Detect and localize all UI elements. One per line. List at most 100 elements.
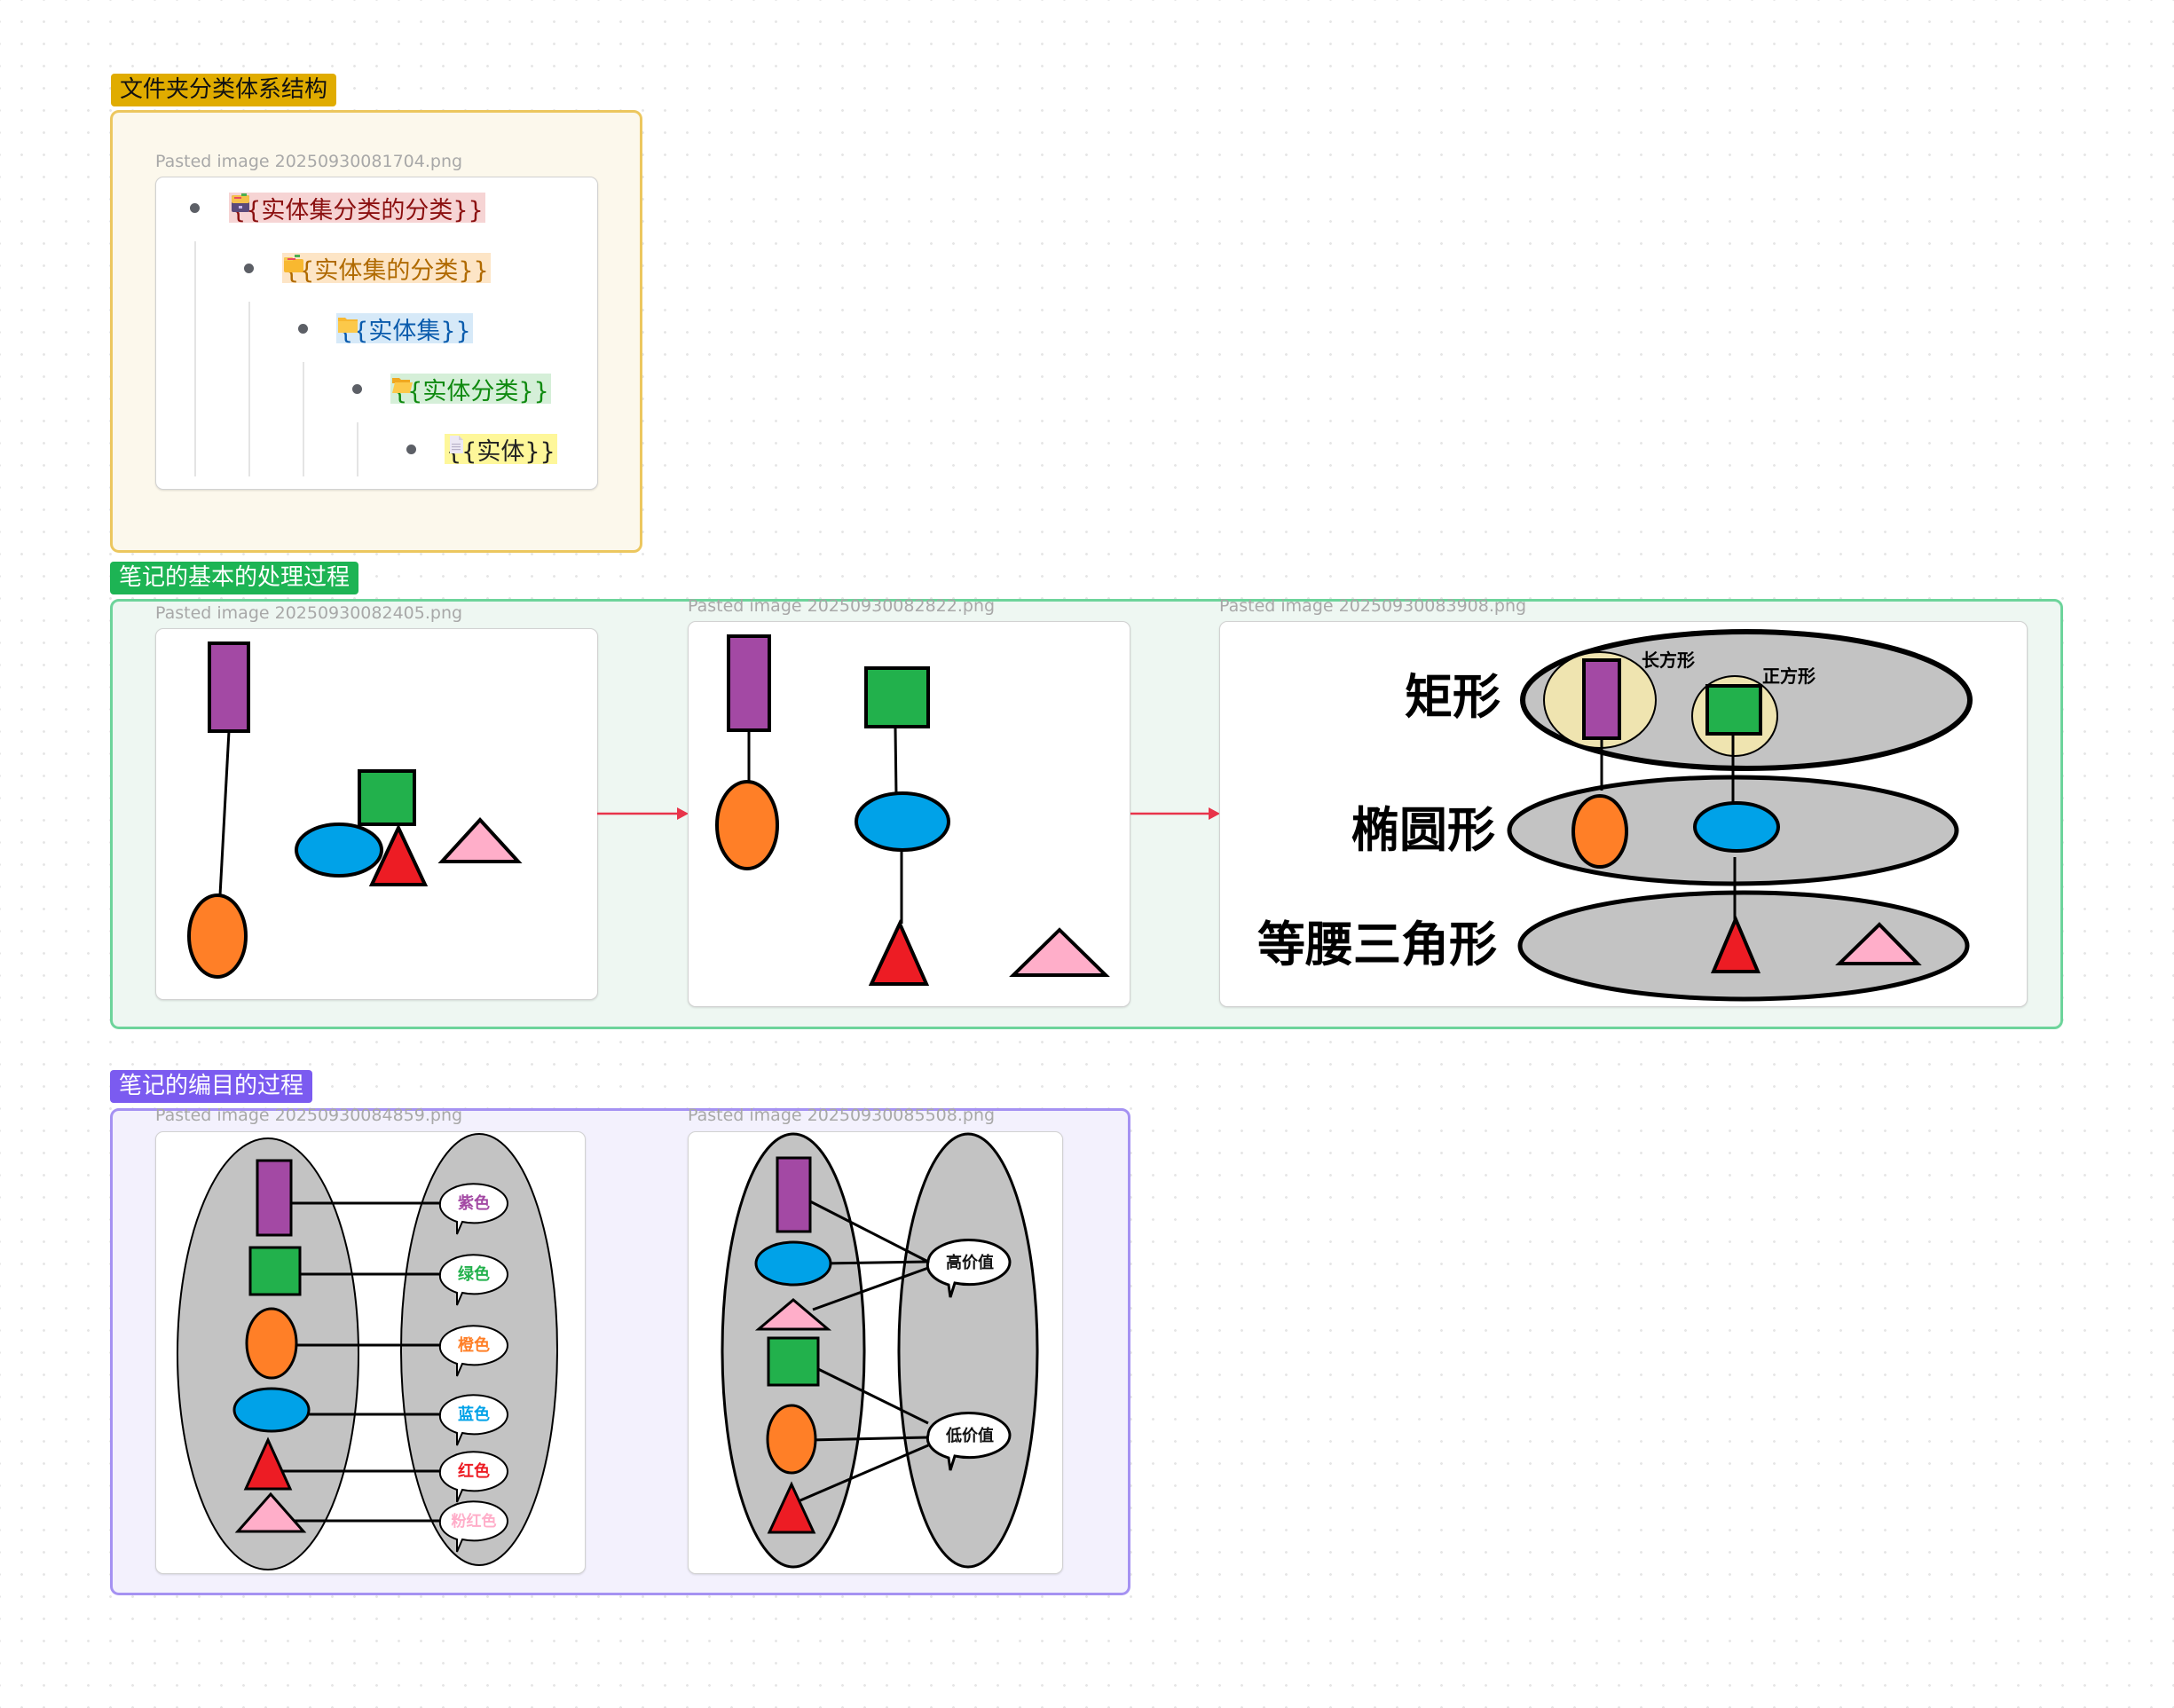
group-label-cataloging[interactable]: 笔记的编目的过程 (110, 1070, 313, 1103)
red-triangle (767, 1481, 816, 1534)
tree-tag: {{实体集}} (336, 313, 473, 345)
shapes-drawing (187, 641, 523, 979)
link-line (821, 1260, 929, 1265)
blue-ellipse (754, 1240, 832, 1287)
indent-guide (357, 422, 358, 476)
speech-bubble-color-tag: 绿色 (438, 1254, 508, 1306)
orange-ellipse (1571, 794, 1628, 869)
purple-rectangle (256, 1159, 293, 1237)
purple-rectangle (208, 641, 250, 733)
tree-text: {{实体集分类的分类}} (231, 196, 484, 224)
orange-ellipse (245, 1307, 298, 1380)
green-square (358, 769, 416, 826)
group-label-folder-taxonomy[interactable]: 文件夹分类体系结构 (111, 74, 337, 106)
blue-ellipse (1693, 801, 1780, 853)
color-tag-label: 蓝色 (458, 1405, 490, 1424)
pink-triangle (234, 1492, 307, 1533)
speech-bubble-color-tag: 蓝色 (438, 1394, 508, 1446)
image-embed-value-tagging[interactable]: 高价值 低价值 (688, 1131, 1063, 1574)
tree-item-entity: {{实体}} (445, 434, 557, 466)
link-line (799, 1444, 929, 1502)
tree-item-entity-set: {{实体集}} (336, 313, 473, 345)
blue-ellipse (295, 823, 383, 878)
tree-text: {{实体集}} (338, 317, 471, 345)
red-triangle (1710, 914, 1761, 973)
category-label-rectangle: 矩形 (1405, 669, 1501, 725)
image-caption: Pasted image 20250930082822.png (688, 596, 996, 616)
arrow-right-icon (1130, 807, 1220, 820)
link-line (814, 1366, 929, 1425)
tree-item-entity-set-category: {{实体集的分类}} (282, 253, 491, 285)
tree-text: {{实体}} (446, 437, 555, 466)
card-index-folder-icon (284, 255, 303, 272)
tree-text: {{实体集的分类}} (284, 256, 489, 285)
shapes-drawing: 高价值 低价值 (721, 1132, 1039, 1569)
link-line (218, 730, 231, 896)
tree-tag: {{实体分类}} (390, 374, 551, 405)
orange-ellipse (715, 780, 779, 870)
image-embed-linked-shapes[interactable] (688, 621, 1130, 1007)
link-line (808, 1436, 929, 1442)
svg-text:高价值: 高价值 (946, 1253, 994, 1272)
speech-bubble-low-value: 低价值 (926, 1412, 1012, 1471)
list-bullet (352, 384, 362, 394)
link-line (807, 1199, 929, 1263)
tree-item-entity-set-category-category: {{实体集分类的分类}} (229, 193, 485, 224)
blue-ellipse (232, 1387, 311, 1433)
speech-bubble-color-tag: 粉红色 (438, 1500, 508, 1553)
shapes-drawing (715, 634, 1110, 986)
red-triangle (368, 823, 429, 886)
image-embed-unsorted-shapes[interactable] (155, 628, 598, 1000)
speech-bubble-color-tag: 红色 (438, 1451, 508, 1503)
red-triangle (868, 919, 930, 986)
category-label-isosceles-triangle: 等腰三角形 (1257, 917, 1497, 972)
green-square (767, 1336, 820, 1387)
speech-bubble-color-tag: 橙色 (438, 1325, 508, 1377)
green-square (248, 1246, 302, 1296)
pink-triangle (437, 817, 523, 863)
indent-guide (194, 241, 196, 476)
open-folder-icon (392, 378, 413, 393)
blue-ellipse (855, 791, 950, 852)
green-square (864, 666, 930, 728)
pink-triangle (1009, 927, 1110, 977)
shapes-drawing: 矩形 椭圆形 等腰三角形 长方形 正方形 (1257, 629, 1973, 1002)
color-tag-label: 紫色 (458, 1193, 490, 1213)
tree-tag: {{实体集的分类}} (282, 253, 491, 285)
tree-tag: {{实体}} (445, 434, 557, 466)
file-cabinet-icon (232, 193, 249, 212)
image-embed-folder-tree[interactable]: {{实体集分类的分类}} {{实体集的分类}} {{实体集}} (155, 177, 598, 490)
image-embed-classified-shapes[interactable]: 矩形 椭圆形 等腰三角形 长方形 正方形 (1219, 621, 2028, 1007)
list-bullet (244, 264, 254, 273)
color-tag-label: 绿色 (458, 1264, 490, 1284)
link-line (812, 1266, 929, 1311)
color-tag-label: 红色 (458, 1461, 490, 1481)
orange-ellipse (766, 1404, 817, 1475)
image-embed-color-tagging[interactable]: 紫色绿色橙色蓝色红色粉红色 (155, 1131, 586, 1574)
group-label-basic-processing[interactable]: 笔记的基本的处理过程 (110, 562, 359, 594)
green-square (1705, 684, 1762, 736)
indent-guide (303, 362, 304, 476)
sub-label-oblong: 长方形 (1642, 649, 1695, 671)
indent-guide (248, 302, 250, 476)
purple-rectangle (727, 634, 771, 732)
folder-icon (338, 318, 358, 333)
link-line (894, 728, 898, 797)
purple-rectangle (776, 1156, 812, 1233)
tree-text: {{实体分类}} (392, 377, 549, 405)
speech-bubble-color-tag: 紫色 (438, 1183, 508, 1235)
list-bullet (406, 445, 416, 454)
color-tag-label: 橙色 (458, 1335, 490, 1355)
image-caption: Pasted image 20250930082405.png (155, 603, 463, 623)
orange-ellipse (187, 893, 248, 979)
pink-triangle (754, 1298, 832, 1331)
red-triangle (243, 1436, 293, 1491)
purple-rectangle (1582, 658, 1621, 740)
image-caption: Pasted image 20250930085508.png (688, 1106, 996, 1125)
arrow-right-icon (597, 807, 689, 820)
svg-text:低价值: 低价值 (945, 1426, 994, 1445)
image-caption: Pasted image 20250930083908.png (1219, 596, 1527, 616)
set-values (897, 1132, 1039, 1569)
image-caption: Pasted image 20250930084859.png (155, 1106, 463, 1125)
